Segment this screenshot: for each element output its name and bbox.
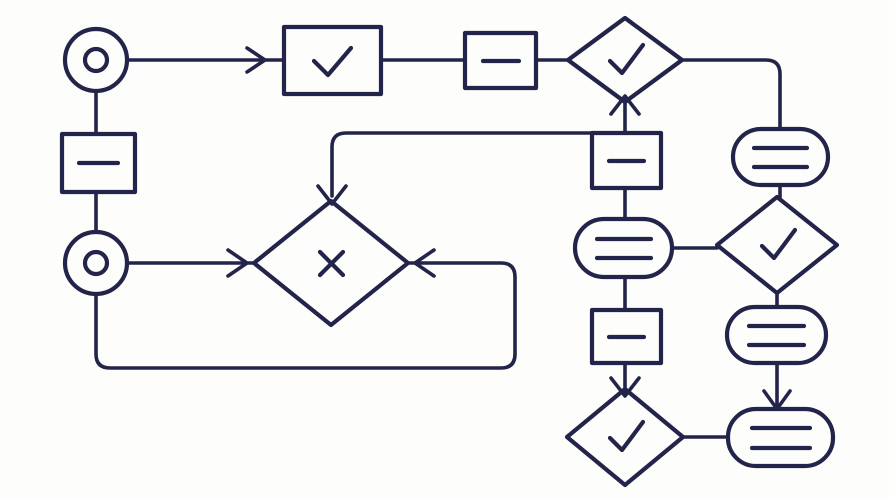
cross-glyph bbox=[317, 249, 346, 278]
double-dash-glyph bbox=[594, 236, 654, 261]
process-node-dash-mid[interactable] bbox=[589, 130, 664, 191]
checkmark-glyph bbox=[607, 42, 646, 76]
process-node-dash-top[interactable] bbox=[462, 30, 539, 91]
concentric-circle-glyph bbox=[82, 46, 110, 74]
terminal-node-equals-right-top[interactable] bbox=[730, 126, 831, 188]
process-node-dash-bottom[interactable] bbox=[589, 307, 664, 366]
start-node[interactable] bbox=[62, 26, 130, 94]
decision-node-check-bottom[interactable] bbox=[564, 386, 686, 488]
double-dash-glyph bbox=[749, 425, 813, 451]
edge-circle-loop-bottom[interactable] bbox=[94, 261, 517, 370]
decision-node-diamond bbox=[564, 386, 686, 488]
decision-node-check-top[interactable] bbox=[565, 15, 685, 105]
checkmark-glyph bbox=[311, 45, 354, 78]
decision-node-check-right[interactable] bbox=[714, 194, 840, 296]
double-dash-glyph bbox=[746, 323, 807, 348]
terminal-node-stadium bbox=[572, 216, 675, 280]
process-node-dash-left-top[interactable] bbox=[59, 131, 138, 195]
double-dash-glyph bbox=[751, 145, 810, 170]
process-node-rect bbox=[589, 307, 664, 366]
arrowhead-start-to-check-box bbox=[245, 46, 267, 74]
terminal-node-stadium bbox=[725, 406, 836, 469]
process-node-rect bbox=[281, 24, 384, 97]
terminal-node-equals-bottom-right[interactable] bbox=[725, 406, 836, 469]
checkmark-glyph bbox=[607, 419, 646, 453]
node-circle-left-bottom[interactable] bbox=[62, 229, 130, 297]
start-node-outer-circle bbox=[62, 26, 130, 94]
concentric-circle-glyph bbox=[82, 249, 110, 277]
process-node-rect bbox=[462, 30, 539, 91]
decision-node-diamond bbox=[714, 194, 840, 296]
terminal-node-equals-right-mid[interactable] bbox=[724, 304, 829, 366]
decision-node-diamond bbox=[251, 198, 411, 328]
decision-node-cross-center[interactable] bbox=[251, 198, 411, 328]
process-node-rect bbox=[589, 130, 664, 191]
decision-node-diamond bbox=[565, 15, 685, 105]
arrowhead-dash-bottom-to-decision bbox=[609, 376, 641, 398]
node-circle-outer bbox=[62, 229, 130, 297]
arrowhead-loop-to-cross bbox=[413, 248, 436, 278]
terminal-node-stadium bbox=[730, 126, 831, 188]
process-node-rect bbox=[59, 131, 138, 195]
arrowhead-circle-to-cross bbox=[226, 248, 249, 278]
edges-layer bbox=[94, 46, 792, 439]
edge-decision-to-terminal-right[interactable] bbox=[680, 58, 782, 131]
edge-feedback-to-cross-decision[interactable] bbox=[330, 131, 594, 198]
arrowhead-dash-mid-up bbox=[609, 94, 641, 116]
nodes-layer bbox=[59, 15, 840, 488]
terminal-node-stadium bbox=[724, 304, 829, 366]
terminal-node-equals-mid[interactable] bbox=[572, 216, 675, 280]
checkmark-glyph bbox=[759, 227, 798, 261]
process-node-check-top[interactable] bbox=[281, 24, 384, 97]
